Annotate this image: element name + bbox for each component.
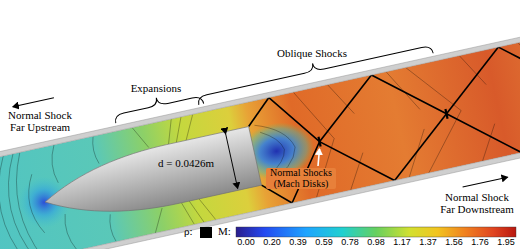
tick-label: 0.78	[341, 238, 359, 247]
bracket	[195, 38, 433, 105]
dimension-line	[226, 134, 238, 189]
annotation-label: Expansions	[131, 83, 182, 95]
tick-label: 1.56	[445, 238, 463, 247]
tick-label: 1.76	[471, 238, 489, 247]
tick-label: 0.98	[367, 238, 385, 247]
annotation-label: Normal Shock Far Upstream	[4, 110, 76, 133]
tick-label: 1.37	[419, 238, 437, 247]
tick-label: 1.17	[393, 238, 411, 247]
direction-arrow	[463, 177, 508, 187]
annotation-label: Normal Shocks (Mach Disks)	[266, 168, 336, 189]
mach-field	[0, 31, 520, 249]
axis-symbol: M:	[218, 226, 231, 238]
tube-wall	[0, 136, 520, 249]
legend-label: ρ:	[184, 226, 193, 238]
tick-label: 1.95	[497, 238, 515, 247]
annotation-label: Normal Shock Far Downstream	[438, 192, 516, 215]
color-bar	[236, 227, 516, 237]
tube-wall	[0, 26, 520, 166]
tick-label: 0.00	[237, 238, 255, 247]
tick-label: 0.20	[263, 238, 281, 247]
oblique-shocks	[243, 33, 520, 208]
pointer-arrow	[318, 149, 320, 166]
legend-swatch	[200, 227, 212, 238]
tick-label: 0.39	[289, 238, 307, 247]
tick-label: 0.59	[315, 238, 333, 247]
direction-arrow	[13, 98, 54, 107]
mach-disks	[318, 109, 447, 147]
density-contours	[0, 39, 520, 249]
projectile-body	[39, 127, 262, 232]
annotation-label: Oblique Shocks	[277, 48, 347, 60]
annotation-label: d = 0.0426m	[158, 158, 214, 170]
